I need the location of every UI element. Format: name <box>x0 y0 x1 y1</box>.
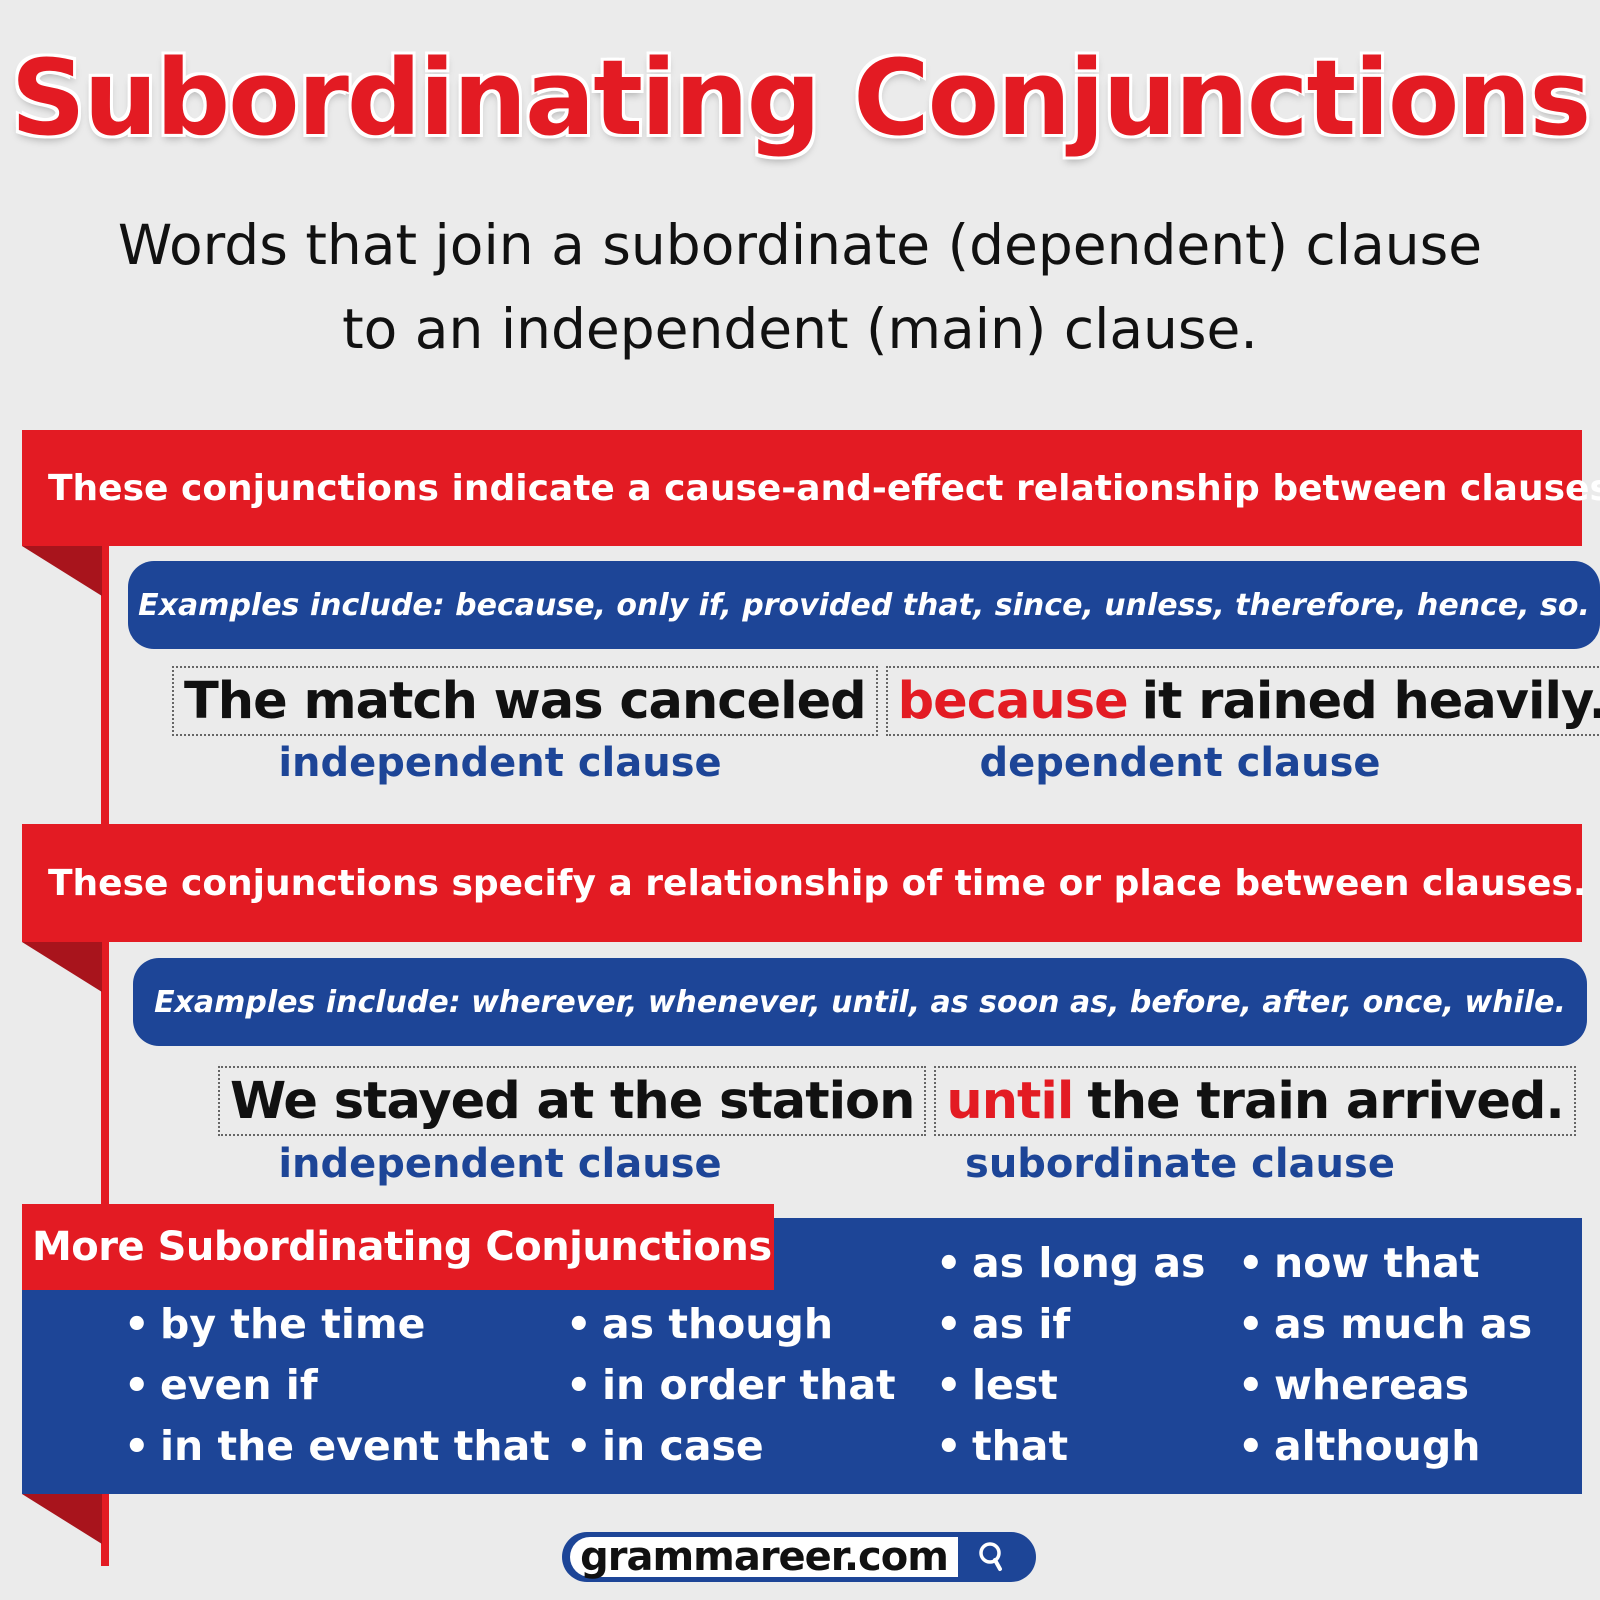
list-item: •in case <box>566 1422 764 1470</box>
left-rule <box>101 540 109 1566</box>
section-2-independent-box: We stayed at the station <box>218 1066 927 1136</box>
section-1-label-dependent: dependent clause <box>979 740 1381 786</box>
list-item: •by the time <box>124 1300 426 1348</box>
section-2-examples: Examples include: wherever, whenever, un… <box>133 958 1587 1046</box>
section-1-conjunction: because <box>897 671 1129 731</box>
site-search-bar[interactable]: grammareer.com <box>562 1532 1036 1582</box>
panel-fold <box>22 1494 102 1544</box>
list-item: •as though <box>566 1300 834 1348</box>
site-url[interactable]: grammareer.com <box>570 1534 958 1580</box>
section-1-heading: These conjunctions indicate a cause-and-… <box>22 430 1600 546</box>
list-item: •although <box>1238 1422 1481 1470</box>
list-item: •that <box>936 1422 1069 1470</box>
section-2-label-subordinate: subordinate clause <box>965 1141 1395 1187</box>
section-2-main-clause: We stayed at the station <box>230 1071 915 1131</box>
definition-text: Words that join a subordinate (dependent… <box>60 203 1540 371</box>
list-item: •as if <box>936 1300 1071 1348</box>
conjunction-column-4: •now that •as much as •whereas •although <box>1238 1233 1532 1477</box>
list-item: •whereas <box>1238 1361 1469 1409</box>
more-conjunctions-label: More Subordinating Conjunctions <box>22 1204 774 1290</box>
search-icon[interactable] <box>962 1536 1022 1578</box>
section-1-independent-box: The match was canceled <box>172 666 878 736</box>
section-1-label-independent: independent clause <box>278 740 722 786</box>
section-1-main-clause: The match was canceled <box>184 671 867 731</box>
conjunction-column-1: •by the time •even if •in the event that <box>124 1294 550 1477</box>
section-1-rest-clause: it rained heavily. <box>1141 671 1600 731</box>
list-item: •in the event that <box>124 1422 550 1470</box>
section-2-fold <box>22 942 102 992</box>
list-item: •even if <box>124 1361 318 1409</box>
list-item: •in order that <box>566 1361 896 1409</box>
section-1-fold <box>22 546 102 596</box>
section-1-dependent-box: because it rained heavily. <box>885 666 1600 736</box>
section-1-sentence: The match was canceled because it rained… <box>172 666 1600 736</box>
section-2-sentence: We stayed at the station until the train… <box>218 1066 1576 1136</box>
list-item: •as much as <box>1238 1300 1533 1348</box>
definition-line-2: to an independent (main) clause. <box>342 297 1258 361</box>
section-2-label-independent: independent clause <box>278 1141 722 1187</box>
conjunction-column-3: •as long as •as if •lest •that <box>936 1233 1205 1477</box>
section-2-subordinate-box: until the train arrived. <box>934 1066 1576 1136</box>
list-item: •as long as <box>936 1239 1206 1287</box>
page-title: Subordinating Conjunctions <box>10 37 1591 159</box>
definition-line-1: Words that join a subordinate (dependent… <box>117 213 1483 277</box>
section-2-heading: These conjunctions specify a relationshi… <box>22 824 1587 942</box>
conjunction-column-2: •as though •in order that •in case <box>566 1294 896 1477</box>
section-2-conjunction: until <box>946 1071 1074 1131</box>
section-1-examples: Examples include: because, only if, prov… <box>128 561 1600 649</box>
list-item: •now that <box>1238 1239 1480 1287</box>
list-item: •lest <box>936 1361 1058 1409</box>
section-2-rest-clause: the train arrived. <box>1087 1071 1564 1131</box>
